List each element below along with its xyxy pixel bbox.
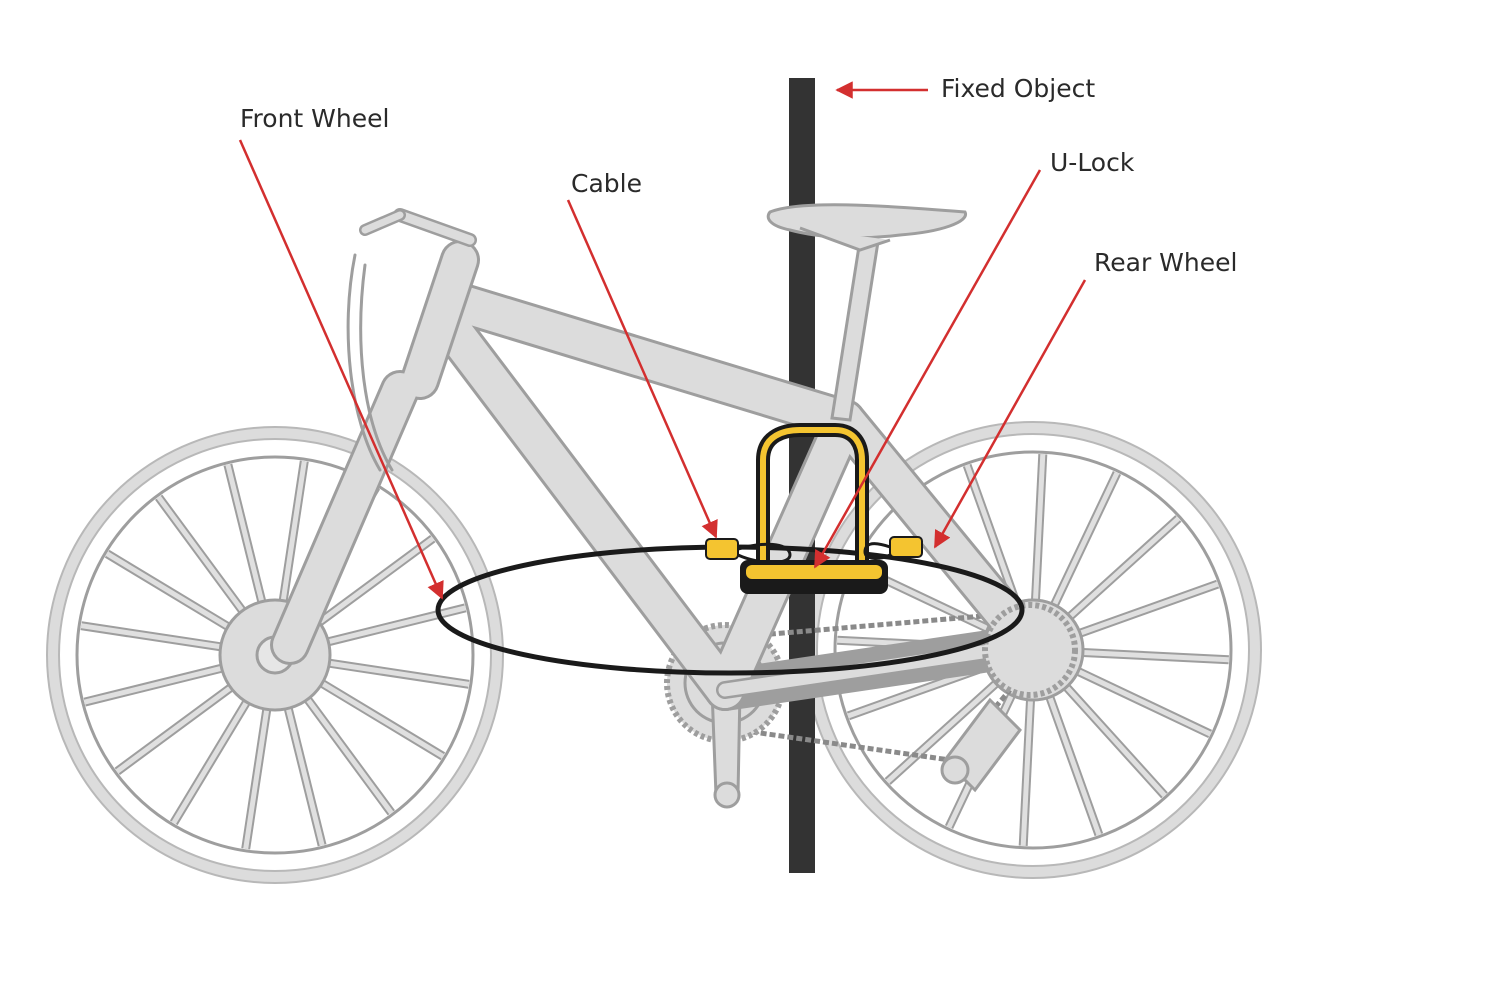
spoke <box>156 495 248 617</box>
spoke <box>84 664 228 705</box>
spoke <box>1077 649 1229 663</box>
spoke <box>324 659 470 687</box>
spoke <box>1061 681 1167 798</box>
arrow-cable <box>566 199 718 539</box>
label-rear-wheel: Rear Wheel <box>1094 248 1238 277</box>
spoke <box>1050 471 1120 611</box>
spoke <box>279 460 307 606</box>
spoke <box>243 704 271 850</box>
spoke <box>105 551 234 632</box>
arrow-front-wheel <box>238 139 444 600</box>
spoke <box>80 623 226 651</box>
spoke <box>885 678 1002 784</box>
saddle <box>766 203 967 422</box>
spoke <box>302 693 394 815</box>
label-front-wheel: Front Wheel <box>240 104 390 133</box>
callout-arrows <box>238 81 1087 600</box>
spoke <box>1020 694 1034 846</box>
cable-end-right <box>863 536 923 560</box>
spoke <box>313 536 435 628</box>
u-lock <box>740 423 888 594</box>
arrow-rear-wheel <box>933 279 1087 549</box>
spoke <box>225 464 266 608</box>
spoke <box>1072 667 1212 737</box>
spoke <box>964 464 1021 609</box>
cable-end-left <box>705 538 792 564</box>
bike-frame <box>424 279 1051 711</box>
spoke <box>284 702 325 846</box>
fork-and-handlebar <box>270 208 480 665</box>
spoke <box>1032 454 1046 606</box>
arrow-u-lock <box>813 169 1042 569</box>
spoke <box>115 682 237 774</box>
spoke <box>1074 581 1219 638</box>
label-u-lock: U-Lock <box>1050 148 1135 177</box>
spoke <box>1064 516 1181 622</box>
spoke <box>1045 691 1102 836</box>
label-fixed-object: Fixed Object <box>941 74 1096 103</box>
label-cable: Cable <box>571 169 642 198</box>
spoke <box>171 696 252 825</box>
spoke <box>316 678 445 759</box>
spoke <box>322 605 466 646</box>
